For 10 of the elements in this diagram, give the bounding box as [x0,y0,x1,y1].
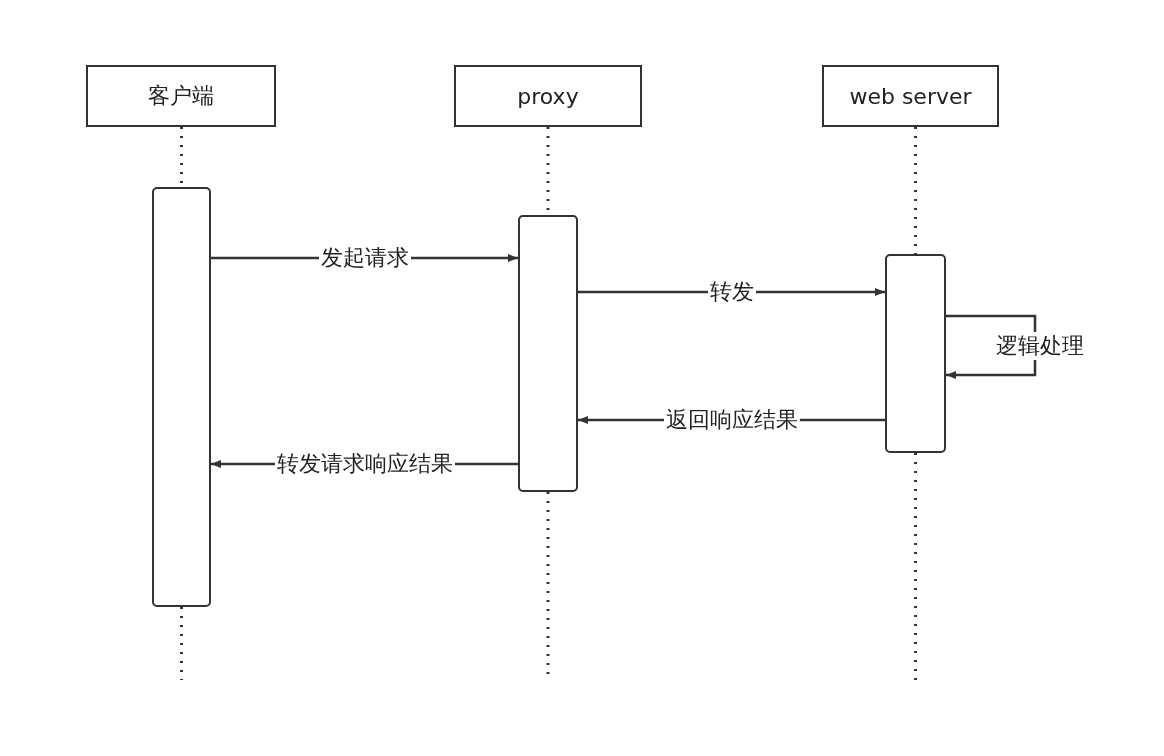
participant-box: 客户端 [86,65,276,127]
message-label: 逻辑处理 [993,331,1086,360]
activation-bar [518,215,578,492]
message-label: 转发请求响应结果 [274,450,455,478]
activation-bar [152,187,211,607]
activation-bar [885,254,946,453]
participant-box: proxy [454,65,642,127]
self-message-arrow [946,314,1037,379]
message-label: 转发 [707,278,756,306]
participant-box: web server [822,65,999,127]
